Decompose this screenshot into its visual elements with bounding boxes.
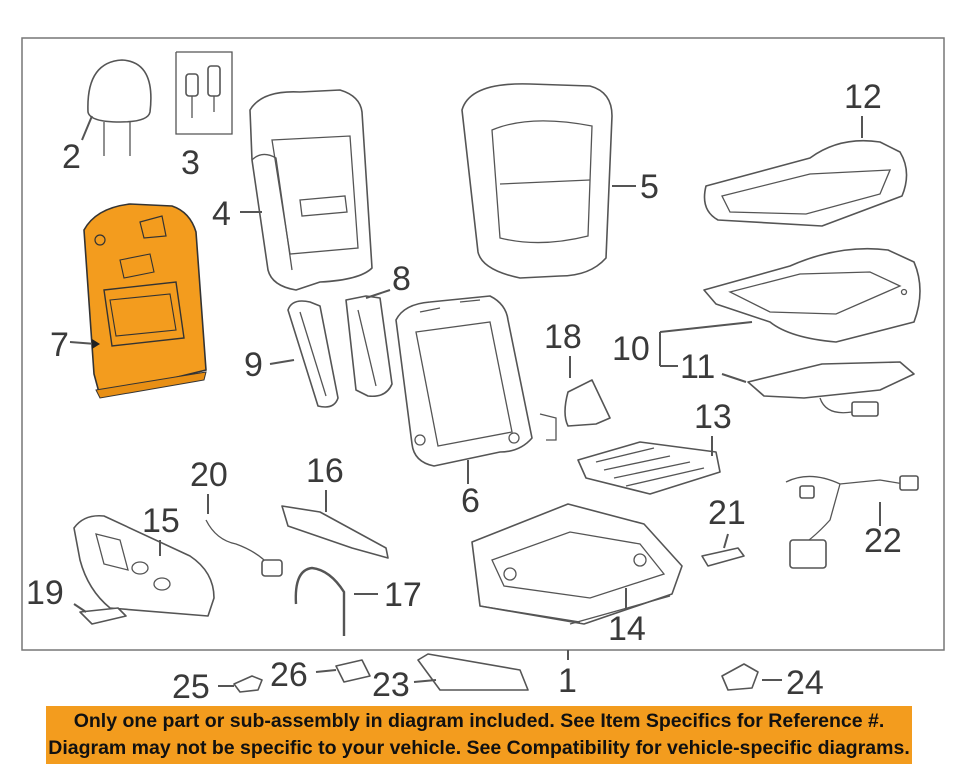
callout-23: 23: [372, 666, 410, 704]
side-panel-right: [345, 295, 393, 398]
callout-16: 16: [306, 452, 344, 490]
cushion-spring: [577, 441, 721, 495]
disclaimer-line-2: Diagram may not be specific to your vehi…: [48, 737, 910, 759]
side-bracket: [281, 505, 389, 559]
side-shield: [73, 514, 215, 617]
callout-9: 9: [244, 346, 263, 384]
callout-17: 17: [384, 576, 422, 614]
callout-13: 13: [694, 398, 732, 436]
headrest: [87, 59, 152, 156]
cushion-pad: [703, 247, 921, 343]
callout-14: 14: [608, 610, 646, 648]
callout-18: 18: [544, 318, 582, 356]
seat-back-pad: [249, 89, 373, 291]
callout-20: 20: [190, 456, 228, 494]
callout-24: 24: [786, 664, 824, 702]
callout-2: 2: [62, 138, 81, 176]
diagram-frame: [21, 37, 945, 651]
recliner-cover: [539, 379, 611, 441]
callout-4: 4: [212, 195, 231, 233]
cushion-cover: [703, 139, 908, 227]
seat-back-frame: [395, 295, 533, 467]
callout-26: 26: [270, 656, 308, 694]
disclaimer-banner: Only one part or sub-assembly in diagram…: [46, 706, 912, 764]
seat-adjuster: [471, 503, 683, 625]
cover-cap: [335, 659, 371, 683]
callout-25: 25: [172, 668, 210, 706]
disclaimer-line-1: Only one part or sub-assembly in diagram…: [73, 710, 885, 732]
cap: [721, 663, 759, 691]
clip: [233, 675, 263, 693]
callout-5: 5: [640, 168, 659, 206]
release-rod: [294, 566, 346, 636]
callout-19: 19: [26, 574, 64, 612]
callout-6: 6: [461, 482, 480, 520]
callout-12: 12: [844, 78, 882, 116]
wiring-harness: [785, 475, 919, 569]
callout-1: 1: [558, 662, 577, 700]
callout-3: 3: [181, 144, 200, 182]
recline-handle: [79, 607, 127, 625]
seat-back-panel-highlighted: [83, 203, 207, 399]
release-cable: [205, 519, 283, 577]
callout-11: 11: [680, 348, 715, 386]
switch-bezel: [701, 547, 745, 567]
callout-7-arrowhead: [92, 339, 100, 349]
side-panel-left: [287, 300, 339, 408]
headrest-guides: [175, 51, 233, 135]
callout-10: 10: [612, 330, 650, 368]
callout-21: 21: [708, 494, 746, 532]
callout-15: 15: [142, 502, 180, 540]
rear-trim: [417, 653, 529, 691]
callout-22: 22: [864, 522, 902, 560]
cushion-heater: [747, 361, 915, 417]
callout-7: 7: [50, 326, 69, 364]
callout-8: 8: [392, 260, 411, 298]
seat-back-cover: [461, 83, 613, 279]
